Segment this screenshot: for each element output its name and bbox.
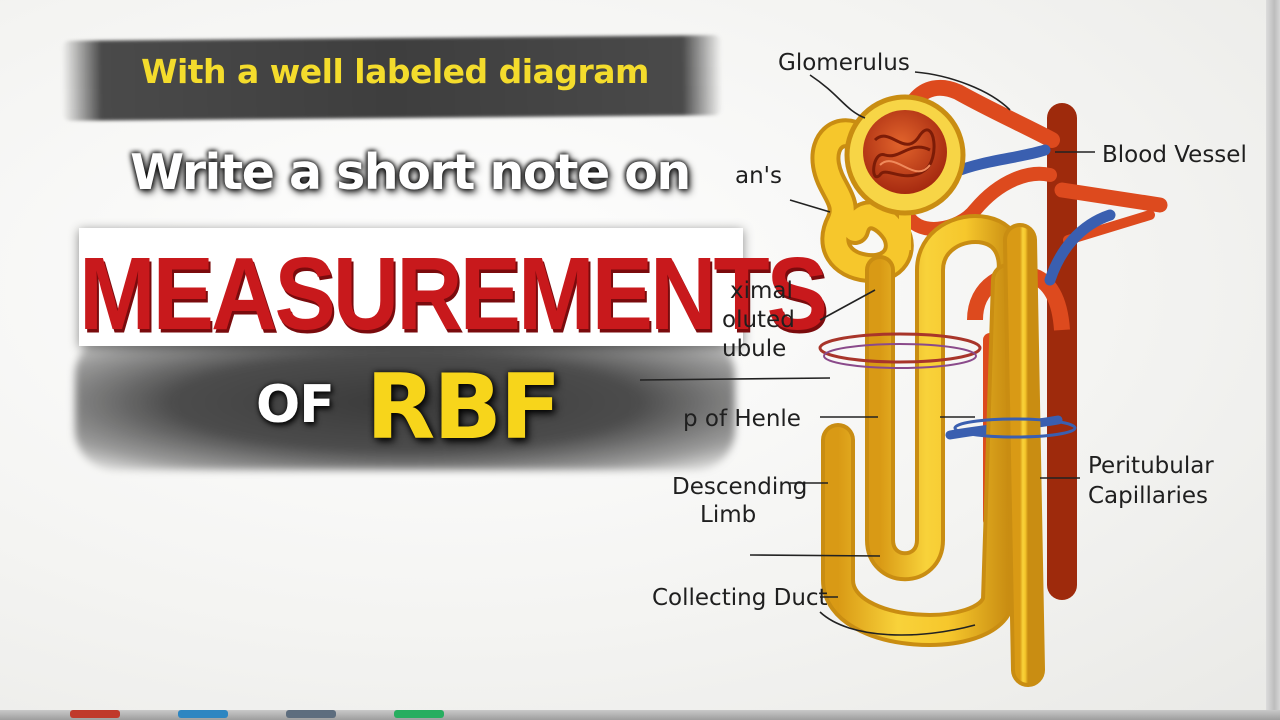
title-brush-stroke	[75, 335, 735, 470]
headline-rbf: RBF	[366, 355, 561, 460]
headline-of: OF	[256, 375, 335, 435]
tubule-group	[810, 118, 1045, 687]
label-proximal-3: ubule	[722, 336, 786, 362]
label-glomerulus: Glomerulus	[778, 50, 910, 76]
afferent-arteriole	[907, 79, 1060, 148]
blue-marker-icon	[178, 710, 228, 718]
vein-mid	[1044, 209, 1116, 286]
headline-line-1: Write a short note on	[130, 144, 691, 201]
label-proximal-1: ximal	[730, 278, 793, 304]
marker-tray	[0, 710, 1280, 720]
efferent-arteriole	[898, 166, 1057, 236]
label-collecting-duct: Collecting Duct	[652, 585, 828, 611]
nephron-diagram: Glomerulus an's Blood Vessel ximal olute…	[639, 50, 1247, 687]
vein-upper	[949, 144, 1051, 178]
capillary-rings	[818, 332, 1077, 439]
glomerulus-group	[844, 94, 966, 216]
headline-measurements: MEASUREMENTS	[79, 237, 828, 352]
red-marker-icon	[70, 710, 120, 718]
title-plate	[79, 228, 743, 346]
label-loop-of-henle: p of Henle	[683, 406, 801, 432]
leader-lines	[639, 71, 1095, 636]
whiteboard-frame	[1266, 0, 1280, 720]
label-descending-2: Limb	[700, 502, 756, 528]
label-peritubular-2: Capillaries	[1088, 483, 1208, 509]
green-marker-icon	[394, 710, 444, 718]
label-descending-1: Descending	[672, 474, 807, 500]
label-peritubular-1: Peritubular	[1088, 453, 1214, 479]
label-proximal-2: oluted	[722, 307, 795, 333]
label-bowmans-capsule: an's	[735, 163, 782, 189]
label-blood-vessel: Blood Vessel	[1102, 142, 1247, 168]
gray-marker-icon	[286, 710, 336, 718]
diagram-labels: Glomerulus an's Blood Vessel ximal olute…	[652, 50, 1247, 611]
vessel-branch-right	[1054, 182, 1168, 213]
subtitle-text: With a well labeled diagram	[141, 52, 649, 91]
